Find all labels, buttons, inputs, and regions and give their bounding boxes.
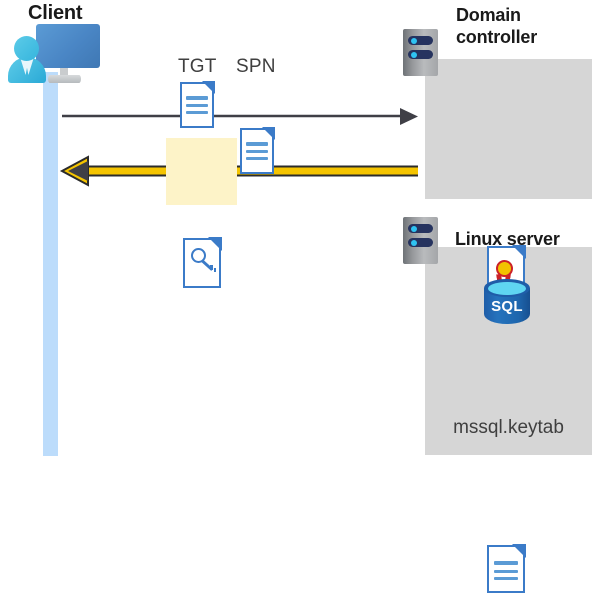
server-led-icon [411, 225, 417, 232]
seal-icon [496, 260, 513, 277]
arrow-layer [59, 108, 418, 187]
monitor-base [48, 75, 81, 83]
client-lifeline [43, 72, 58, 456]
monitor-screen-icon [36, 24, 100, 68]
server-bay [408, 224, 433, 233]
server-led-icon [411, 37, 417, 44]
tgt-label: TGT [178, 56, 217, 77]
response-arrow-head [68, 161, 88, 181]
key-icon [191, 248, 217, 272]
response-highlight-box [166, 138, 237, 205]
page-fold [262, 127, 275, 140]
server-led-icon [411, 51, 417, 58]
domain-controller-title: Domain controller [456, 5, 538, 47]
domain-controller-server-icon [403, 29, 438, 76]
user-head-icon [14, 36, 39, 61]
spn-document-icon [240, 127, 275, 174]
user-workstation-icon [8, 24, 100, 83]
sql-database-icon: SQL [484, 279, 530, 333]
server-bay [408, 238, 433, 247]
server-led-icon [411, 239, 417, 246]
diagram-canvas: Client Domain controller Linux server TG… [8, 2, 592, 593]
domain-controller-panel [425, 59, 592, 199]
page-fold [512, 544, 526, 558]
sql-database-label: SQL [491, 298, 523, 315]
server-bay [408, 50, 433, 59]
monitor-neck [60, 68, 68, 77]
client-title: Client [28, 2, 83, 24]
key-document-icon [183, 237, 222, 288]
request-arrow-head [400, 108, 418, 125]
page-fold [202, 81, 215, 94]
linux-server-title: Linux server [455, 229, 560, 249]
server-bay [408, 36, 433, 45]
linux-server-server-icon [403, 217, 438, 264]
keytab-document-icon [487, 544, 526, 593]
spn-label: SPN [236, 56, 276, 77]
keytab-file-label: mssql.keytab [453, 417, 564, 438]
page-fold [208, 237, 222, 251]
page-fold [512, 245, 526, 259]
tgt-document-icon [180, 81, 215, 128]
